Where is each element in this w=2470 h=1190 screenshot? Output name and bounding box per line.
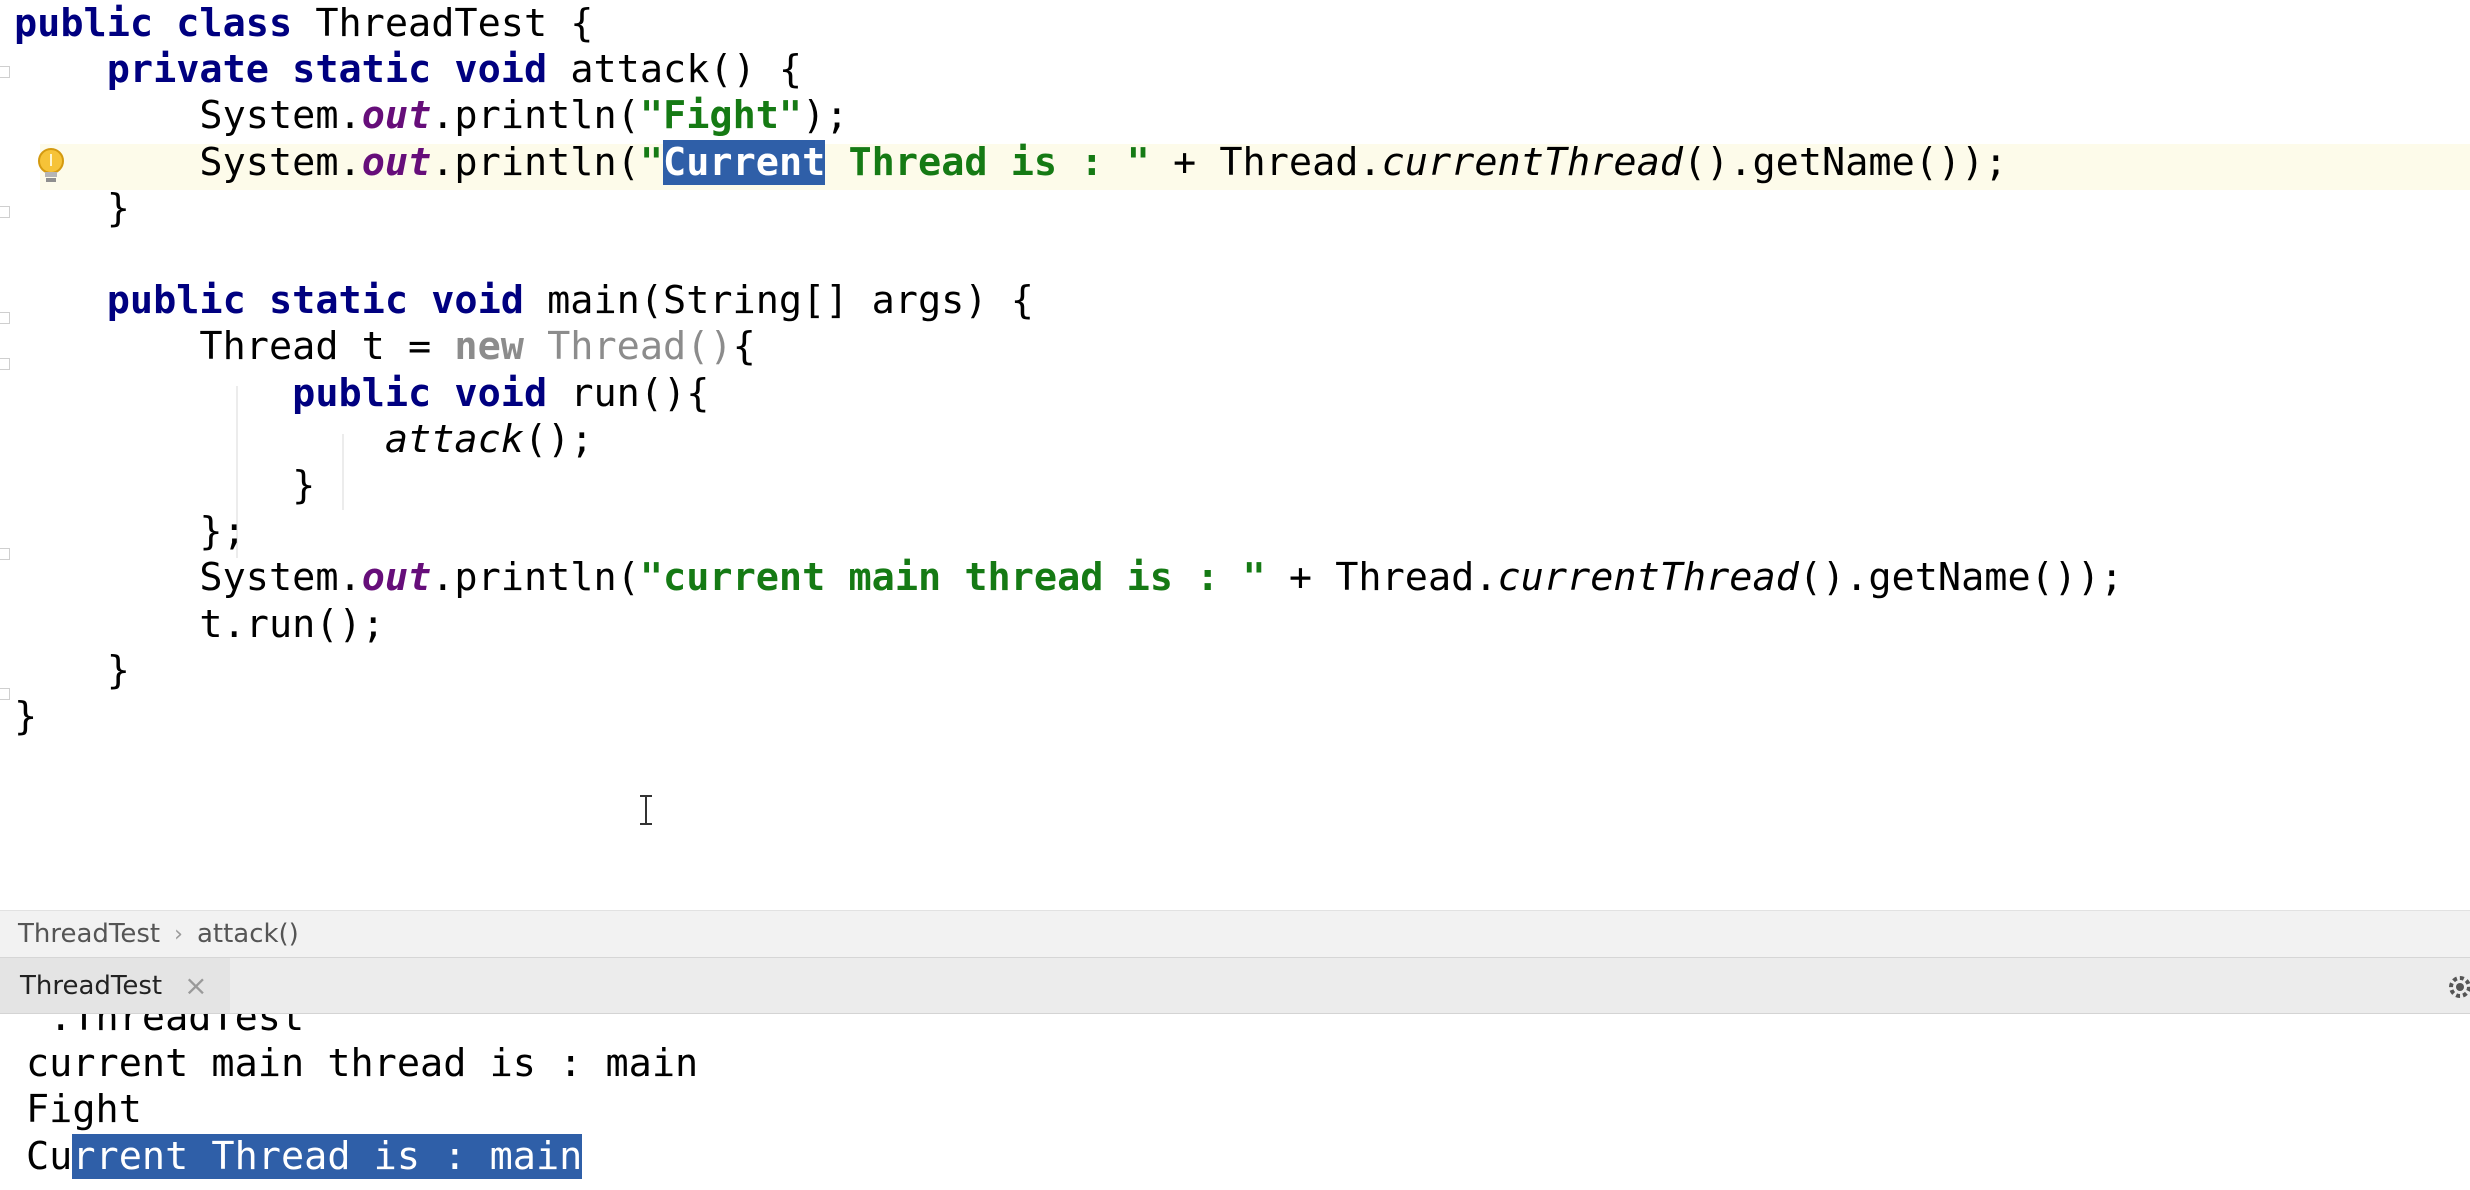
code-token xyxy=(14,47,107,92)
console-token: rrent Thread is : main xyxy=(72,1133,583,1179)
code-token: run(){ xyxy=(570,370,710,416)
code-line: }; xyxy=(14,508,246,556)
console-token: Cu xyxy=(26,1133,73,1179)
code-token: " xyxy=(639,139,664,185)
code-token xyxy=(14,371,292,416)
code-token: t.run(); xyxy=(14,601,385,647)
code-token: }; xyxy=(14,509,246,555)
console-token: current main thread is : main xyxy=(26,1041,699,1087)
editor-gutter[interactable] xyxy=(0,0,40,910)
code-token: public void xyxy=(292,370,571,416)
code-token: new xyxy=(454,324,548,370)
run-tab-threadtest[interactable]: ThreadTest × xyxy=(0,958,230,1013)
code-token: System. xyxy=(14,93,362,139)
code-token: System. xyxy=(14,139,362,185)
fold-marker-icon[interactable] xyxy=(0,66,10,78)
code-line: System.out.println("Current Thread is : … xyxy=(14,139,2007,187)
code-token: Current xyxy=(663,139,826,185)
fold-marker-icon[interactable] xyxy=(0,548,10,560)
console-line: .ThreadTest xyxy=(26,1014,304,1042)
code-token: { xyxy=(732,324,756,370)
code-token: attack xyxy=(384,416,524,462)
run-tab-label: ThreadTest xyxy=(20,970,163,1001)
code-editor[interactable]: public class ThreadTest { private static… xyxy=(0,0,2470,910)
code-line: t.run(); xyxy=(14,601,385,649)
code-token: private static void xyxy=(106,47,571,93)
fold-marker-icon[interactable] xyxy=(0,688,10,700)
code-line: System.out.println("current main thread … xyxy=(14,554,2123,602)
console-line: current main thread is : main xyxy=(26,1040,698,1088)
code-token: } xyxy=(14,185,130,231)
breadcrumb-method[interactable]: attack() xyxy=(196,919,299,949)
code-line: } xyxy=(14,462,315,510)
code-token: ThreadTest { xyxy=(315,1,594,46)
code-line: attack(); xyxy=(14,416,594,464)
code-token: System. xyxy=(14,555,362,601)
code-token: public class xyxy=(14,1,316,46)
code-token: public static void xyxy=(106,278,548,324)
code-line: public void run(){ xyxy=(14,370,709,418)
close-icon[interactable]: × xyxy=(184,969,208,1002)
code-token: out xyxy=(361,555,432,601)
code-line: Thread t = new Thread(){ xyxy=(14,323,756,371)
code-token: main(String[] args) { xyxy=(547,278,1034,324)
code-token: } xyxy=(14,647,130,693)
code-token: currentThread xyxy=(1381,139,1683,185)
breadcrumb-separator-icon: › xyxy=(174,921,183,947)
code-token: ().getName()); xyxy=(1798,555,2124,601)
code-token: ().getName()); xyxy=(1682,139,2008,185)
indent-guide xyxy=(236,386,238,558)
fold-marker-icon[interactable] xyxy=(0,206,10,218)
code-token: "current main thread is : " xyxy=(639,555,1266,601)
code-token: .println( xyxy=(431,555,640,601)
gear-icon[interactable] xyxy=(2440,972,2470,1002)
breadcrumb: ThreadTest › attack() xyxy=(0,910,2470,958)
fold-marker-icon[interactable] xyxy=(0,312,10,324)
console-token: .ThreadTest xyxy=(26,1014,305,1040)
code-token: Thread() xyxy=(547,324,733,370)
console-token: Fight xyxy=(26,1087,142,1133)
code-token: ); xyxy=(802,93,849,139)
lightbulb-icon[interactable] xyxy=(36,146,66,186)
code-token: attack() { xyxy=(570,47,803,93)
code-line: } xyxy=(14,647,130,695)
code-line: private static void attack() { xyxy=(14,46,802,94)
code-line: } xyxy=(14,185,130,233)
code-line: public class ThreadTest { xyxy=(14,0,593,48)
console-line: Fight xyxy=(26,1086,142,1134)
code-line: System.out.println("Fight"); xyxy=(14,92,848,140)
code-token: (); xyxy=(523,416,594,462)
console-line: Current Thread is : main xyxy=(26,1133,583,1181)
indent-guide xyxy=(342,434,344,510)
text-cursor-icon xyxy=(640,795,652,825)
fold-marker-icon[interactable] xyxy=(0,358,10,370)
run-tool-window-tabs: ThreadTest × xyxy=(0,958,2470,1014)
code-token: currentThread xyxy=(1497,555,1799,601)
code-line: } xyxy=(14,693,37,741)
code-token xyxy=(14,278,107,323)
code-token: Thread t = xyxy=(14,324,455,370)
code-token: out xyxy=(361,139,432,185)
code-token xyxy=(14,417,385,462)
code-line: public static void main(String[] args) { xyxy=(14,277,1034,325)
code-token: .println( xyxy=(431,139,640,185)
code-token: out xyxy=(361,93,432,139)
code-token: } xyxy=(14,463,316,508)
code-token: + Thread. xyxy=(1265,555,1498,601)
breadcrumb-class[interactable]: ThreadTest xyxy=(18,919,161,949)
code-token: } xyxy=(14,694,38,739)
code-token: "Fight" xyxy=(639,93,803,139)
code-token: Thread is : " xyxy=(825,139,1150,185)
caret-line-highlight xyxy=(0,144,2470,190)
code-token: .println( xyxy=(431,93,640,139)
code-token: + Thread. xyxy=(1149,139,1382,185)
